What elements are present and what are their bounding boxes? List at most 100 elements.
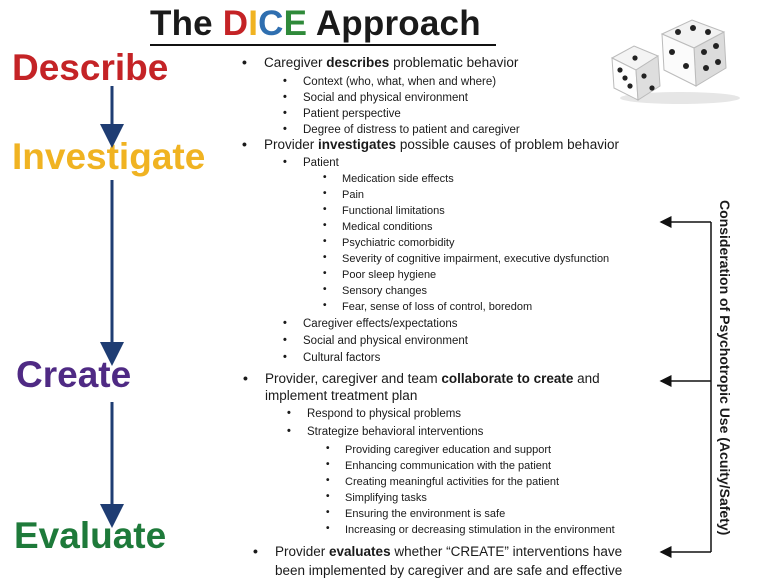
list-item: • Functional limitations (323, 203, 445, 219)
list-item: •Social and physical environment (283, 333, 468, 349)
list-item: •Simplifying tasks (326, 490, 427, 506)
list-item: • Caregiver effects/expectations (283, 316, 458, 332)
list-item-text: Medical conditions (342, 221, 433, 233)
list-item-text: Degree of distress to patient and caregi… (303, 124, 520, 136)
slide-title: The DICE Approach (150, 4, 481, 44)
bullet-dot: • (253, 543, 258, 559)
list-item-text: Fear, sense of loss of control, boredom (342, 301, 533, 313)
list-item: • Social and physical environment (283, 90, 468, 106)
list-item: • Increasing or decreasing stimulation in… (326, 522, 615, 538)
bullet-dot: • (323, 300, 327, 311)
bullet-emphasis: collaborate to create (441, 371, 574, 386)
list-item-text: Caregiver effects/expectations (303, 318, 458, 330)
stage-evaluate: Evaluate (14, 515, 167, 556)
bullet-dot: • (323, 252, 327, 263)
list-item: • Medical conditions (323, 219, 433, 235)
bullet-dot: • (326, 459, 330, 470)
bullet-dot: • (323, 188, 327, 199)
list-item: • Patient (283, 155, 339, 171)
bullet-dot: • (323, 172, 327, 183)
list-item-text: Functional limitations (342, 205, 445, 217)
list-item-text: Patient (303, 157, 339, 169)
bullet-emphasis: investigates (318, 137, 397, 152)
bullet-dot: • (283, 156, 287, 168)
bullet-dot: • (243, 370, 248, 386)
bullet-text: Caregiver (264, 55, 327, 70)
list-item-text: Increasing or decreasing stimulation in … (345, 524, 615, 536)
list-item: • Providing caregiver education and suppo… (326, 442, 552, 458)
list-item: •Patient perspective (283, 106, 401, 122)
list-item: • Poor sleep hygiene (323, 267, 437, 283)
bullet-describe: • Caregiver describes problematic behavi… (242, 54, 519, 71)
list-item: • Degree of distress to patient and careg… (283, 122, 520, 138)
list-item-text: Social and physical environment (303, 335, 468, 347)
list-item: • Severity of cognitive impairment, execu… (323, 251, 610, 267)
list-item: •Sensory changes (323, 283, 427, 299)
bullet-dot: • (283, 75, 287, 87)
list-item: • Enhancing communication with the patien… (326, 458, 552, 474)
bullet-text: Provider (264, 137, 319, 152)
bullet-dot: • (326, 475, 330, 486)
bullet-dot: • (323, 268, 327, 279)
title-letter-d: D (222, 4, 249, 43)
bullet-dot: • (326, 523, 330, 534)
list-item-text: Pain (342, 189, 365, 201)
list-item-text: Strategize behavioral interventions (307, 426, 484, 438)
list-item: • Fear, sense of loss of control, boredom (323, 299, 533, 315)
list-item-text: Sensory changes (342, 285, 427, 297)
dice-icon (610, 19, 740, 104)
bullet-dot: • (323, 220, 327, 231)
title-letter-c: C (258, 4, 284, 43)
bullet-text: and (573, 371, 600, 386)
bullet-dot: • (323, 236, 327, 247)
bullet-dot: • (326, 491, 330, 502)
bullet-text: problematic behavior (389, 55, 519, 70)
list-item-text: Enhancing communication with the patient (345, 460, 552, 472)
title-prefix: The (150, 4, 223, 43)
list-item: • Pain (323, 187, 365, 203)
list-item: • Strategize behavioral interventions (287, 424, 484, 440)
stage-describe: Describe (12, 47, 169, 88)
bullet-text: Provider (275, 544, 330, 559)
title-underline (150, 44, 496, 46)
bullet-dot: • (283, 351, 287, 363)
list-item-text: Creating meaningful activities for the p… (345, 476, 560, 488)
list-item: • Medication side effects (323, 171, 454, 187)
list-item-text: Medication side effects (342, 173, 454, 185)
title-suffix: Approach (307, 4, 481, 43)
list-item-text: Severity of cognitive impairment, execut… (342, 253, 610, 265)
list-item: • Creating meaningful activities for the … (326, 474, 560, 490)
list-item-text: Ensuring the environment is safe (345, 508, 506, 520)
list-item-text: Respond to physical problems (307, 408, 462, 420)
bullet-emphasis: evaluates (329, 544, 391, 559)
bullet-text: Provider, caregiver and team (265, 371, 442, 386)
bullet-dot: • (283, 317, 287, 329)
bullet-emphasis: describes (326, 55, 390, 70)
list-item-text: Providing caregiver education and suppor… (345, 444, 552, 456)
list-item-text: Cultural factors (303, 352, 381, 364)
list-item-text: Poor sleep hygiene (342, 269, 437, 281)
bullet-create: • Provider, caregiver and team collabora… (243, 370, 600, 387)
bullet-text: possible causes of problem behavior (396, 137, 619, 152)
bullet-evaluate-cont: been implemented by caregiver and are sa… (275, 563, 623, 578)
bullet-dot: • (242, 136, 247, 152)
list-item: • Ensuring the environment is safe (326, 506, 506, 522)
list-item-text: Social and physical environment (303, 92, 468, 104)
bullet-dot: • (283, 107, 287, 119)
bullet-dot: • (283, 91, 287, 103)
bullet-dot: • (326, 443, 330, 454)
bullet-create-cont: implement treatment plan (265, 388, 418, 403)
bullet-dot: • (283, 123, 287, 135)
list-item: • Psychiatric comorbidity (323, 235, 455, 251)
bullet-dot: • (287, 425, 291, 437)
bullet-evaluate: • Provider evaluates whether “CREATE” in… (253, 543, 623, 560)
side-label-psychotropic: Consideration of Psychotropic Use (Acuit… (717, 200, 733, 536)
list-item: •Context (who, what, when and where) (283, 74, 496, 90)
bullet-dot: • (326, 507, 330, 518)
bullet-text: whether “CREATE” interventions have (390, 544, 623, 559)
title-letter-e: E (283, 4, 308, 43)
list-item-text: Psychiatric comorbidity (342, 237, 455, 249)
stage-create: Create (16, 354, 132, 395)
bullet-dot: • (323, 204, 327, 215)
